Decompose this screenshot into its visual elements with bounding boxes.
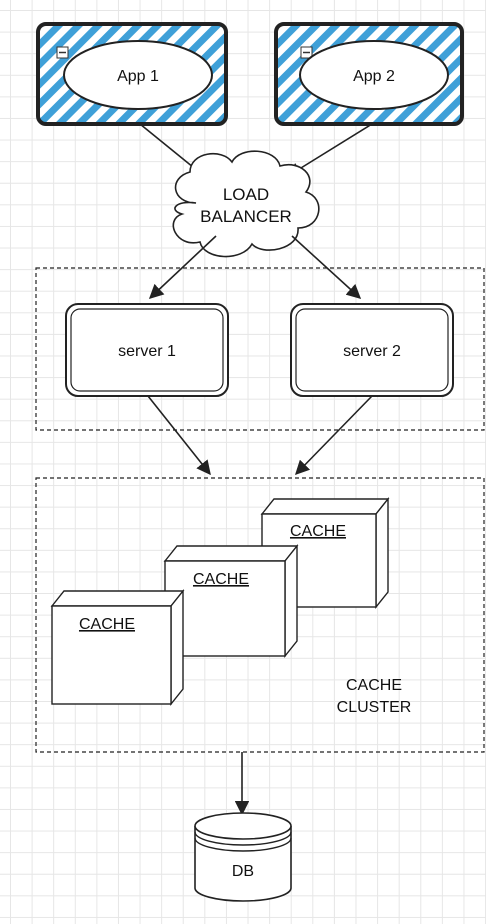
app-1-label: App 1: [117, 68, 159, 85]
edge-server1-to-cache: [147, 395, 211, 476]
app-2-label: App 2: [353, 68, 395, 85]
edge-app2-to-lb: [286, 123, 373, 177]
load-balancer-node[interactable]: LOAD BALANCER: [172, 150, 320, 258]
cache-cluster-label-line2: CLUSTER: [337, 699, 412, 716]
edge-lb-to-server2: [291, 235, 362, 299]
cache-label: CACHE: [79, 616, 135, 633]
edge-lb-to-server1: [148, 235, 217, 299]
db-node[interactable]: DB: [194, 812, 292, 902]
edge-server2-to-cache: [294, 395, 373, 476]
cache-cluster-container: [35, 477, 485, 753]
cache-label: CACHE: [193, 571, 249, 588]
server-2-label: server 2: [343, 343, 401, 360]
load-balancer-label-line2: BALANCER: [200, 207, 292, 226]
server-group-container: [35, 267, 485, 431]
cache-label: CACHE: [290, 523, 346, 540]
cache-cluster-label-line1: CACHE: [346, 677, 402, 694]
cache-node[interactable]: CACHE: [163, 544, 299, 658]
load-balancer-label-line1: LOAD: [223, 185, 269, 204]
cache-node[interactable]: CACHE: [50, 589, 185, 706]
server-2-node[interactable]: server 2: [290, 303, 454, 397]
db-label: DB: [232, 863, 254, 880]
server-1-label: server 1: [118, 343, 176, 360]
app-2-node[interactable]: App 2: [274, 22, 464, 126]
server-1-node[interactable]: server 1: [65, 303, 229, 397]
app-1-node[interactable]: App 1: [36, 22, 228, 126]
